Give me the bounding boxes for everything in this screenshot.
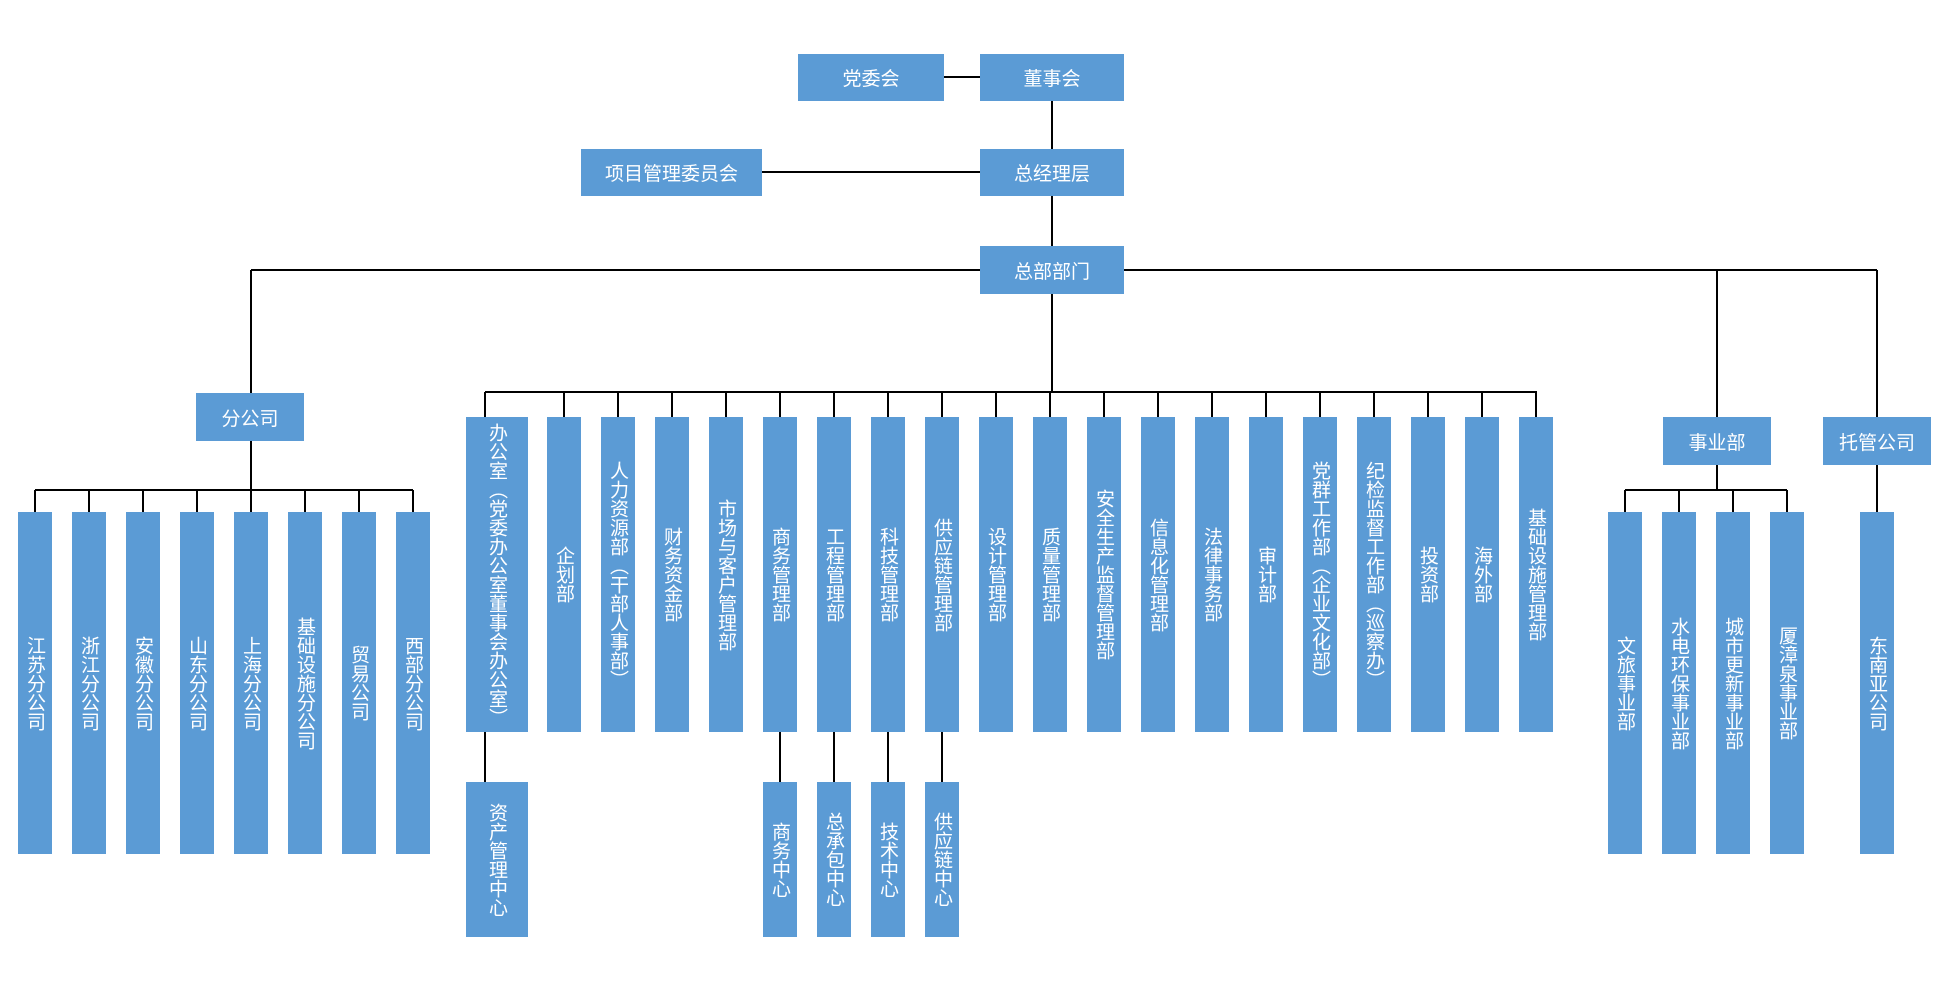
dept-item: 工程管理部 (817, 417, 851, 732)
dept-item: 纪检监督工作部（巡察办） (1357, 417, 1391, 732)
dept-item: 财务资金部 (655, 417, 689, 732)
business-unit-item: 厦漳泉事业部 (1770, 512, 1804, 854)
board-box: 董事会 (980, 54, 1124, 101)
dept-item: 党群工作部（企业文化部） (1303, 417, 1337, 732)
center-item: 技术中心 (871, 782, 905, 937)
branch-item: 上海分公司 (234, 512, 268, 854)
dept-item: 审计部 (1249, 417, 1283, 732)
dept-item: 信息化管理部 (1141, 417, 1175, 732)
business-unit-item: 文旅事业部 (1608, 512, 1642, 854)
dept-item: 法律事务部 (1195, 417, 1229, 732)
dept-item: 企划部 (547, 417, 581, 732)
dept-item: 商务管理部 (763, 417, 797, 732)
project-committee-box: 项目管理委员会 (581, 149, 762, 196)
hq-box: 总部部门 (980, 246, 1124, 294)
center-item: 商务中心 (763, 782, 797, 937)
branch-item: 基础设施分公司 (288, 512, 322, 854)
dept-item: 基础设施管理部 (1519, 417, 1553, 732)
dept-item: 安全生产监督管理部 (1087, 417, 1121, 732)
branch-company-box: 分公司 (196, 393, 304, 441)
center-item: 资产管理中心 (466, 782, 528, 937)
dept-item: 人力资源部（干部人事部） (601, 417, 635, 732)
branch-item: 山东分公司 (180, 512, 214, 854)
business-unit-item: 城市更新事业部 (1716, 512, 1750, 854)
trust-company-item: 东南亚公司 (1860, 512, 1894, 854)
center-item: 供应链中心 (925, 782, 959, 937)
center-item: 总承包中心 (817, 782, 851, 937)
branch-item: 贸易公司 (342, 512, 376, 854)
party-committee-box: 党委会 (798, 54, 944, 101)
branch-item: 浙江分公司 (72, 512, 106, 854)
dept-item: 海外部 (1465, 417, 1499, 732)
dept-item: 供应链管理部 (925, 417, 959, 732)
business-unit-item: 水电环保事业部 (1662, 512, 1696, 854)
dept-item: 科技管理部 (871, 417, 905, 732)
dept-item: 办公室（党委办公室董事会办公室） (466, 417, 528, 732)
dept-item: 投资部 (1411, 417, 1445, 732)
dept-item: 市场与客户管理部 (709, 417, 743, 732)
business-unit-box: 事业部 (1663, 417, 1771, 465)
gm-box: 总经理层 (980, 149, 1124, 196)
branch-item: 安徽分公司 (126, 512, 160, 854)
branch-item: 江苏分公司 (18, 512, 52, 854)
dept-item: 质量管理部 (1033, 417, 1067, 732)
branch-item: 西部分公司 (396, 512, 430, 854)
trust-company-box: 托管公司 (1823, 417, 1931, 465)
dept-item: 设计管理部 (979, 417, 1013, 732)
